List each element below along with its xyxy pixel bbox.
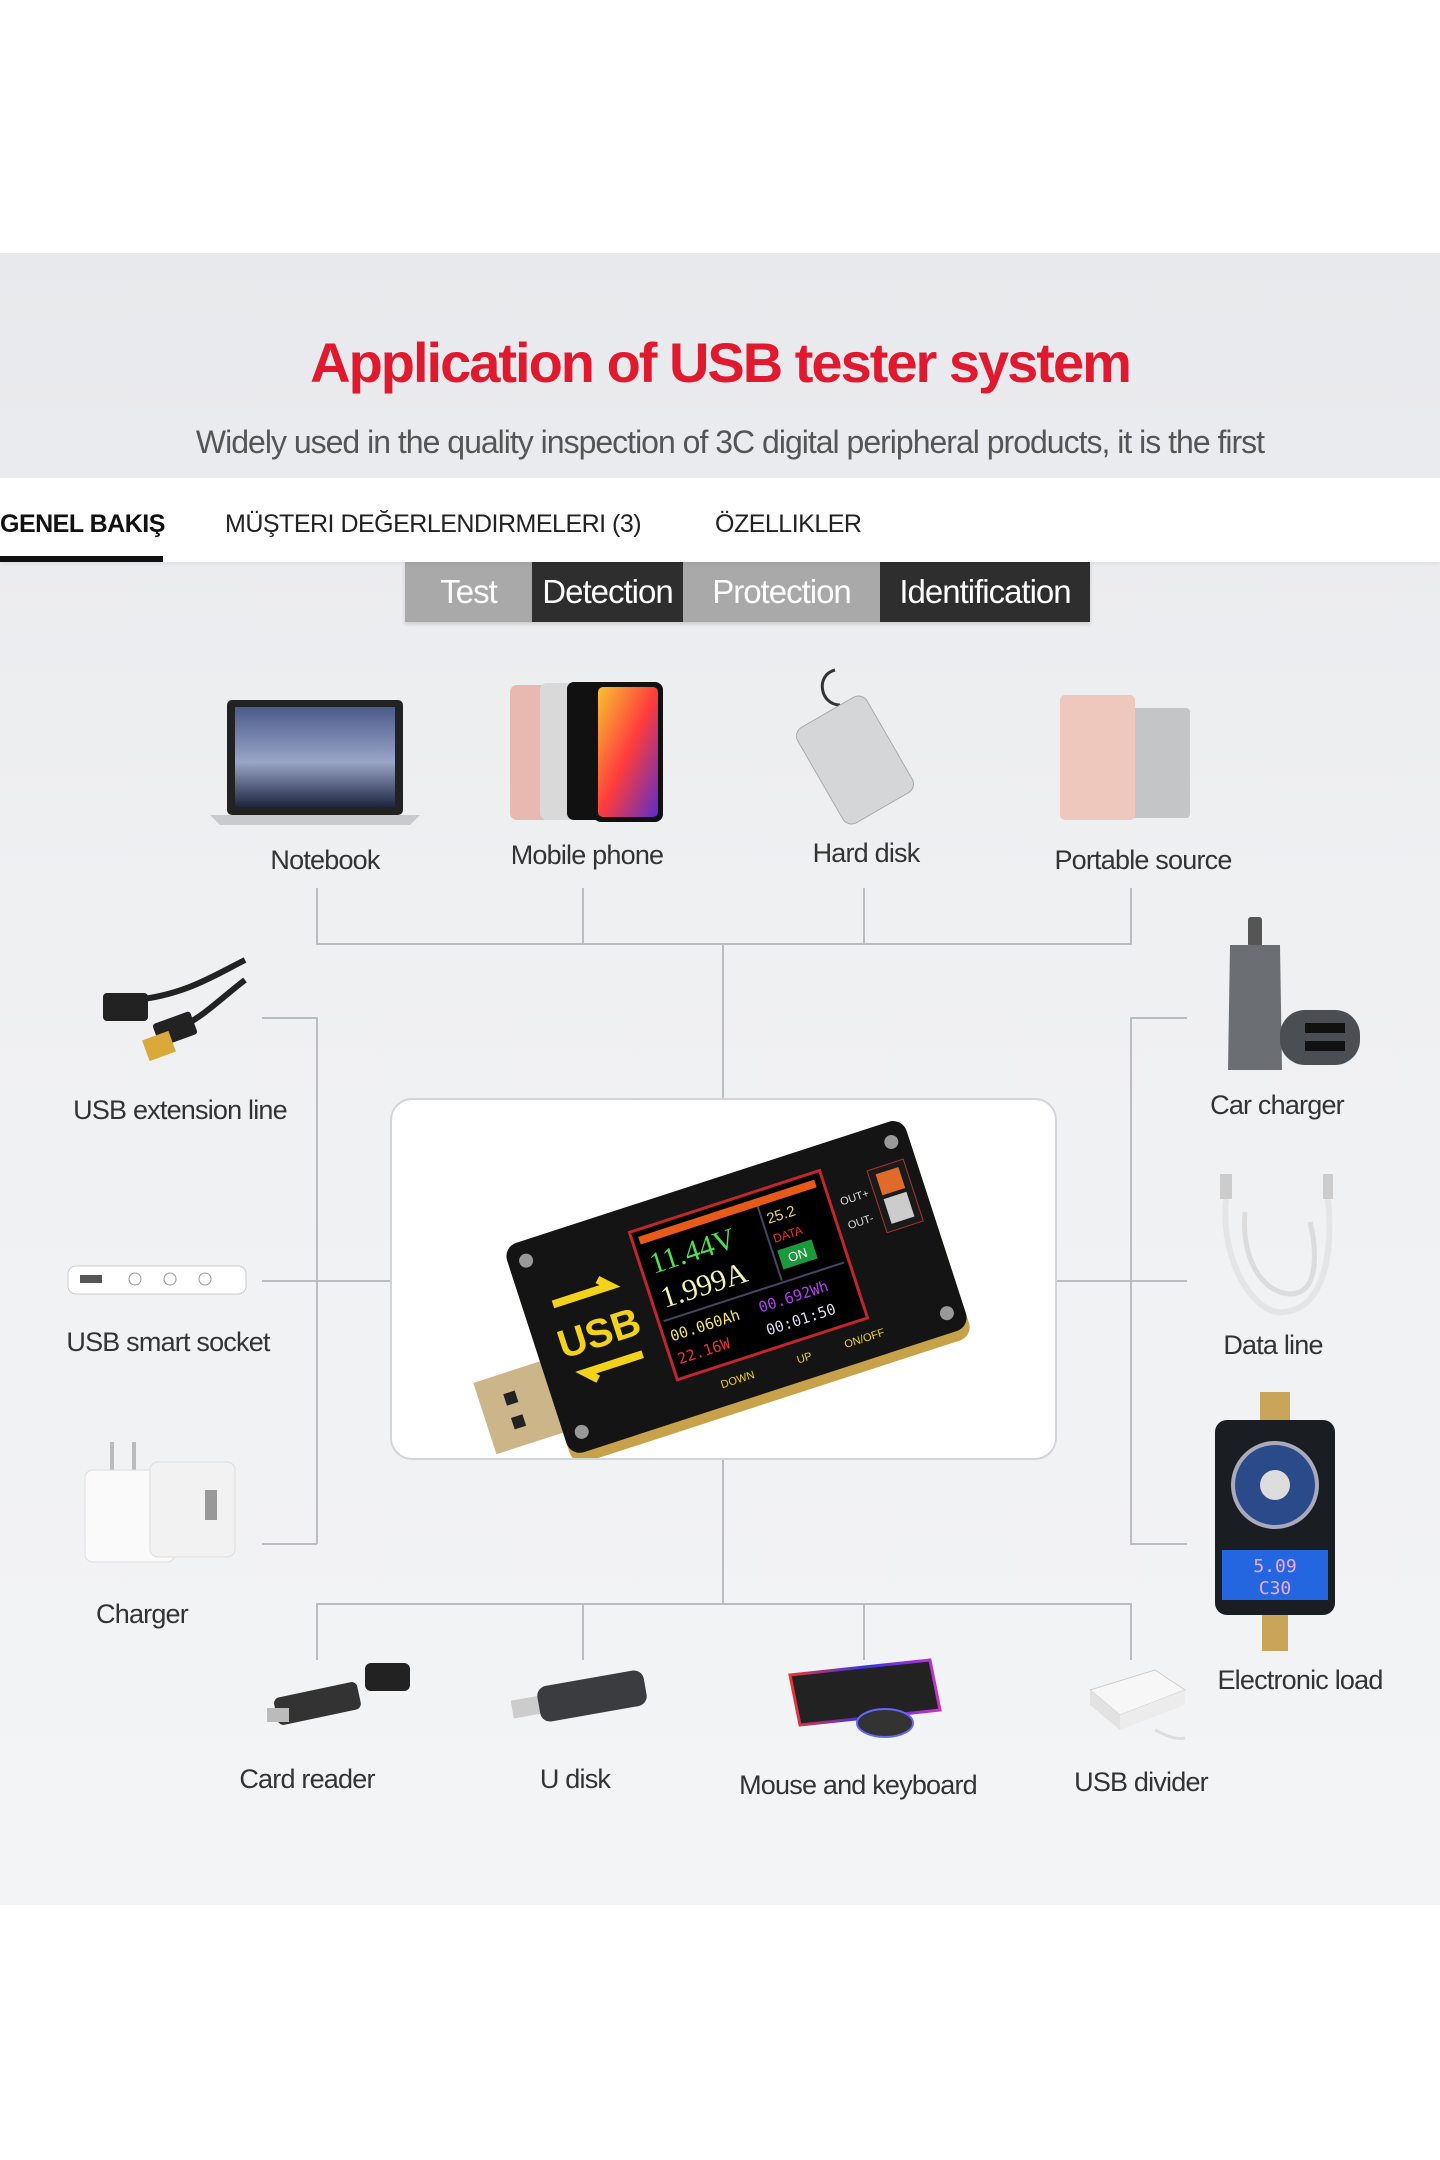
electronic-load-image: 5.09 C30 [1215, 1392, 1335, 1651]
label-charger: Charger [96, 1599, 189, 1629]
label-notebook: Notebook [270, 845, 380, 875]
load-display-2: C30 [1259, 1578, 1292, 1599]
label-hard-disk: Hard disk [812, 838, 921, 868]
label-electronic-load: Electronic load [1217, 1665, 1383, 1695]
label-mouse-and-keyboard: Mouse and keyboard [739, 1770, 978, 1800]
hard-disk-image [796, 668, 914, 825]
device-up-button: UP [795, 1350, 813, 1366]
usb-divider-image [1088, 1669, 1187, 1740]
usb-extension-line-image [103, 957, 247, 1062]
device-on-indicator: ON [786, 1245, 809, 1265]
usb-tester-panel: USB 11.44V 1.999A 25.2 DATA ON 00.060Ah … [390, 1098, 1057, 1463]
banner-subtitle: Widely used in the quality inspection of… [195, 424, 1265, 460]
notebook-image [210, 700, 420, 825]
tag-test: Test [405, 562, 532, 622]
u-disk-image [510, 1670, 647, 1722]
tag-protection: Protection [683, 562, 880, 622]
label-u-disk: U disk [539, 1764, 611, 1794]
label-usb-smart-socket: USB smart socket [66, 1327, 270, 1357]
tag-detection: Detection [532, 562, 683, 622]
portable-source-image [1060, 695, 1190, 820]
card-reader-image [267, 1663, 410, 1725]
tab-reviews[interactable]: MÜŞTERI DEĞERLENDIRMELERI (3) [225, 510, 642, 538]
label-usb-divider: USB divider [1074, 1767, 1209, 1797]
label-data-line: Data line [1223, 1330, 1323, 1360]
mobile-phone-image [510, 682, 663, 822]
mouse-and-keyboard-image [788, 1658, 942, 1738]
feature-tags: Test Detection Protection Identification [405, 562, 1090, 622]
data-line-image [1220, 1174, 1333, 1316]
charger-image [84, 1442, 236, 1563]
load-display-1: 5.09 [1253, 1556, 1296, 1577]
label-car-charger: Car charger [1210, 1090, 1345, 1120]
car-charger-image [1228, 917, 1360, 1070]
banner-title: Application of USB tester system [310, 331, 1132, 394]
active-tab-indicator [0, 556, 163, 562]
usb-tester-device-image: USB 11.44V 1.999A 25.2 DATA ON 00.060Ah … [473, 1121, 970, 1463]
tag-identification: Identification [880, 562, 1090, 622]
usb-smart-socket-image [67, 1265, 247, 1295]
product-tab-bar: GENEL BAKIŞ MÜŞTERI DEĞERLENDIRMELERI (3… [0, 478, 1440, 562]
tab-overview[interactable]: GENEL BAKIŞ [0, 510, 165, 538]
label-mobile-phone: Mobile phone [510, 840, 664, 870]
label-card-reader: Card reader [239, 1764, 375, 1794]
tab-features[interactable]: ÖZELLIKLER [715, 510, 862, 538]
label-usb-extension-line: USB extension line [73, 1095, 288, 1125]
label-portable-source: Portable source [1054, 845, 1232, 875]
